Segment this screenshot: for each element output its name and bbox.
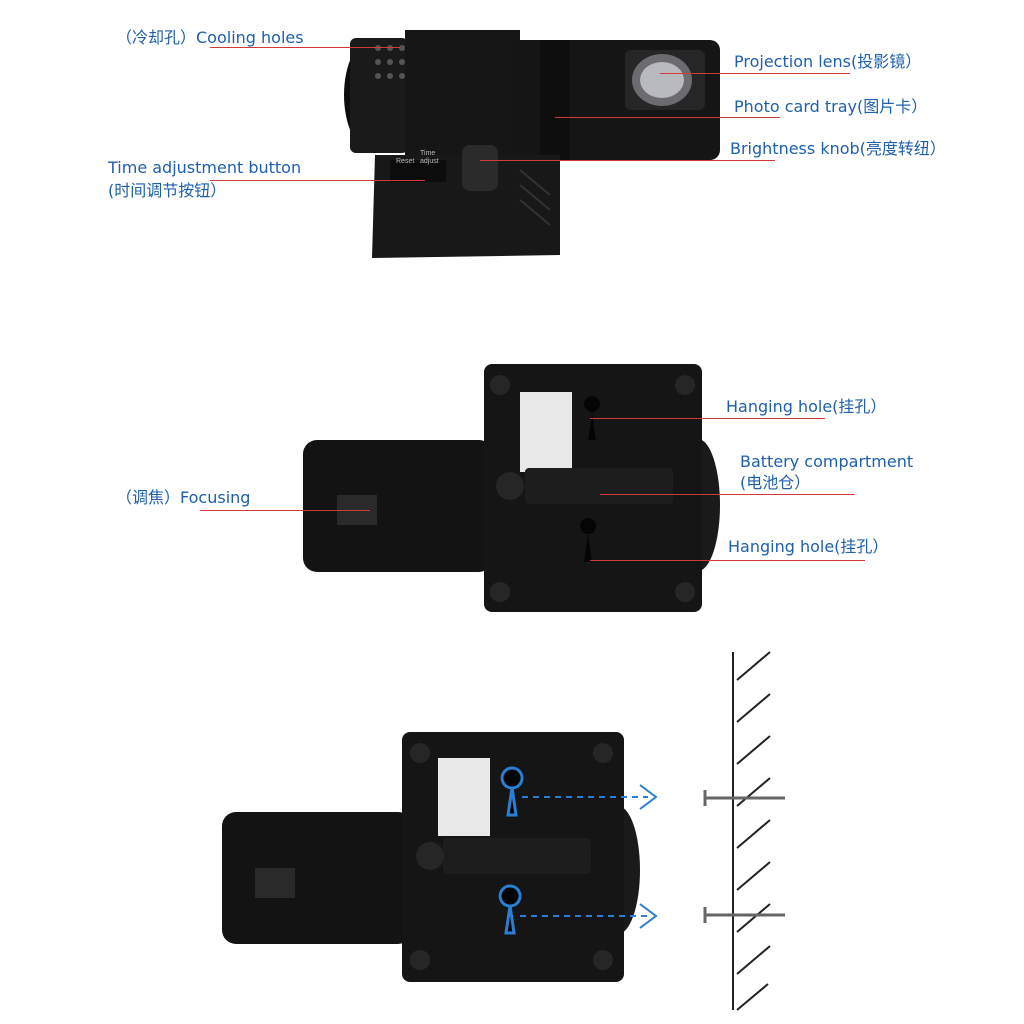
leader-cooling-holes (210, 47, 400, 48)
leader-hanging-hole-bottom (590, 560, 865, 561)
label-projection-lens: Projection lens(投影镜） (734, 52, 922, 71)
projector-back-view (303, 364, 720, 612)
projector-side-view (344, 30, 720, 258)
leader-hanging-hole-top (590, 418, 825, 419)
label-focusing: （调焦）Focusing (116, 488, 251, 507)
time-adjust-button-label: Time adjust (420, 150, 439, 165)
leader-projection-lens (660, 73, 850, 74)
label-time-adjust-line2: (时间调节按钮） (108, 181, 227, 200)
wall-icon (732, 651, 771, 1011)
mount-arrow-bottom (520, 903, 658, 929)
leader-brightness-knob (480, 160, 775, 161)
label-hanging-hole-bottom: Hanging hole(挂孔） (728, 537, 889, 556)
label-hanging-hole-top: Hanging hole(挂孔） (726, 397, 887, 416)
label-cooling-holes: （冷却孔）Cooling holes (116, 28, 304, 47)
leader-focusing (200, 510, 370, 511)
projector-wall-mount-view (222, 732, 640, 982)
nail-icon-bottom (703, 907, 785, 923)
leader-time-adjust (210, 180, 425, 181)
reset-button-label: Reset (396, 158, 415, 165)
leader-photo-card-tray (555, 117, 780, 118)
label-time-adjust-line1: Time adjustment button (108, 158, 302, 177)
label-battery-line2: (电池仓） (740, 473, 811, 492)
label-brightness-knob: Brightness knob(亮度转纽） (730, 139, 946, 158)
mount-arrow-top (522, 784, 658, 810)
label-photo-card-tray: Photo card tray(图片卡） (734, 97, 928, 116)
leader-battery (600, 494, 855, 495)
nail-icon-top (703, 790, 785, 806)
label-battery-line1: Battery compartment (740, 452, 914, 471)
